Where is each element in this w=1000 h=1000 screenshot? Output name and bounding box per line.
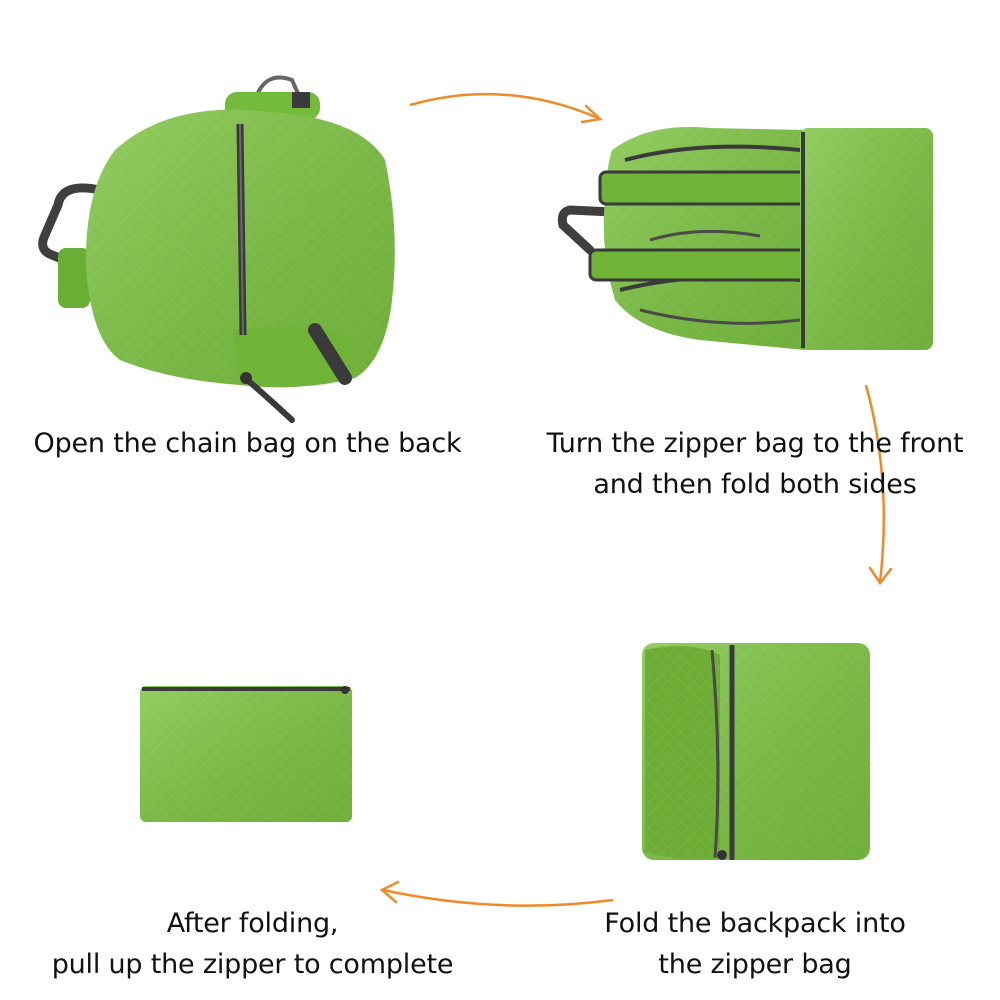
step1-top-tab — [292, 92, 310, 108]
step4-caption-line-1: After folding, — [166, 908, 339, 939]
arrow-step3-to-step4 — [379, 880, 614, 907]
step4-pouch-image — [140, 686, 352, 822]
step2-caption-line-1: Turn the zipper bag to the front — [546, 428, 964, 459]
step1-bottom-strap — [308, 323, 352, 385]
step2-caption-line-2: and then fold both sides — [593, 469, 917, 500]
step2-caption: Turn the zipper bag to the front and the… — [515, 423, 995, 505]
step1-backpack-image — [38, 75, 395, 423]
arrow-step1-to-step2 — [409, 92, 603, 124]
step1-caption: Open the chain bag on the back — [10, 423, 485, 464]
step1-caption-line-1: Open the chain bag on the back — [33, 428, 462, 459]
step3-backpack-image — [642, 643, 870, 860]
step4-caption: After folding, pull up the zipper to com… — [15, 903, 490, 985]
step3-caption-line-2: the zipper bag — [658, 949, 852, 980]
step4-caption-line-2: pull up the zipper to complete — [51, 949, 454, 980]
step3-caption-line-1: Fold the backpack into — [604, 908, 906, 939]
step2-backpack-image — [557, 126, 933, 350]
step2-shoulder-strap-top — [598, 170, 807, 206]
step3-caption: Fold the backpack into the zipper bag — [545, 903, 965, 985]
step2-side-strap — [557, 205, 617, 255]
step1-side-strap — [38, 183, 105, 267]
step2-shoulder-strap-bottom — [588, 248, 807, 282]
step1-side-pad — [58, 248, 90, 308]
arrow-step2-to-step3 — [864, 384, 893, 586]
